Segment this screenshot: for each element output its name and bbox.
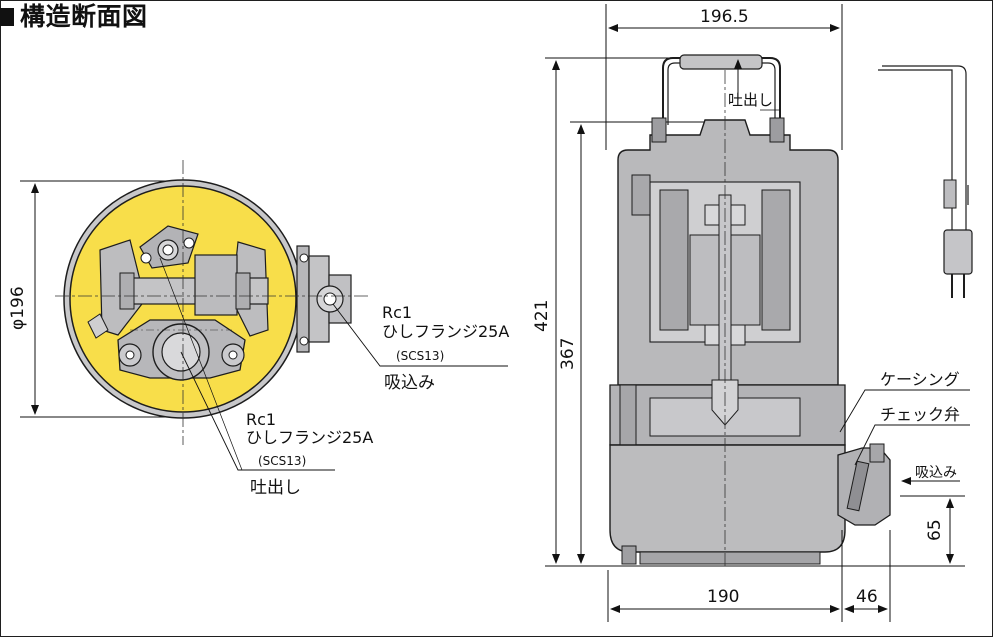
discharge-size: Rc1 xyxy=(246,410,276,429)
bolt-hole xyxy=(125,350,135,360)
dim-diameter-text: φ196 xyxy=(8,286,28,330)
leader-casing xyxy=(839,389,970,433)
suction-label-right: 吸込み xyxy=(915,465,957,481)
bolt-icon xyxy=(869,443,885,463)
check-valve-flap xyxy=(846,460,870,512)
leader-suction xyxy=(332,303,508,367)
stator-right xyxy=(761,189,791,331)
upper-port-bore xyxy=(162,244,174,256)
dim-inlet-height: 65 xyxy=(925,519,945,541)
foot-bolt xyxy=(621,545,637,565)
check-valve-label: チェック弁 xyxy=(880,405,960,424)
suction-material: (SCS13) xyxy=(396,349,444,363)
leader-discharge xyxy=(180,351,335,471)
power-cord-inner xyxy=(878,69,953,230)
terminal-box xyxy=(631,174,651,216)
suction-port-bore xyxy=(323,292,337,306)
discharge-label-right: 吐出し xyxy=(728,91,773,109)
discharge-material: (SCS13) xyxy=(258,454,306,468)
dim-base-width: 190 xyxy=(707,587,739,607)
power-plug xyxy=(943,229,973,275)
suction-size: Rc1 xyxy=(382,303,412,322)
bolt-icon xyxy=(651,117,667,143)
suction-label: 吸込み xyxy=(384,373,435,393)
cord-clamp xyxy=(943,179,957,209)
dim-height-body: 367 xyxy=(558,338,578,370)
bolt-icon xyxy=(769,117,785,143)
suction-flange-text: ひしフランジ25A xyxy=(382,322,509,341)
casing-label: ケーシング xyxy=(880,370,960,389)
section-view: 196.5 421 367 xyxy=(532,4,973,622)
dim-height-total: 421 xyxy=(532,300,552,332)
right-clamp xyxy=(235,272,251,310)
stator-left xyxy=(659,189,689,331)
leader-discharge-aux xyxy=(159,257,243,471)
top-view: φ196 xyxy=(8,160,509,498)
base-plate xyxy=(639,551,821,565)
discharge-flange-text: ひしフランジ25A xyxy=(246,428,373,447)
cable-gland xyxy=(87,313,109,339)
page-title: 構造断面図 xyxy=(0,0,148,33)
pump-casing xyxy=(609,444,846,553)
handle-grip xyxy=(679,54,763,70)
title-text: 構造断面図 xyxy=(20,2,148,31)
bolt-icon xyxy=(140,252,152,264)
center-block xyxy=(194,254,238,316)
bolt-icon xyxy=(299,253,309,263)
discharge-label: 吐出し xyxy=(250,478,301,498)
left-clamp xyxy=(119,272,135,310)
square-bullet-icon xyxy=(0,8,14,26)
bolt-icon xyxy=(299,336,309,346)
dim-inlet-offset: 46 xyxy=(856,587,878,607)
power-cord xyxy=(882,65,967,230)
dim-width-top: 196.5 xyxy=(700,7,749,27)
bolt-icon xyxy=(183,237,195,249)
bolt-hole xyxy=(228,350,238,360)
leader-check-valve xyxy=(854,424,970,466)
